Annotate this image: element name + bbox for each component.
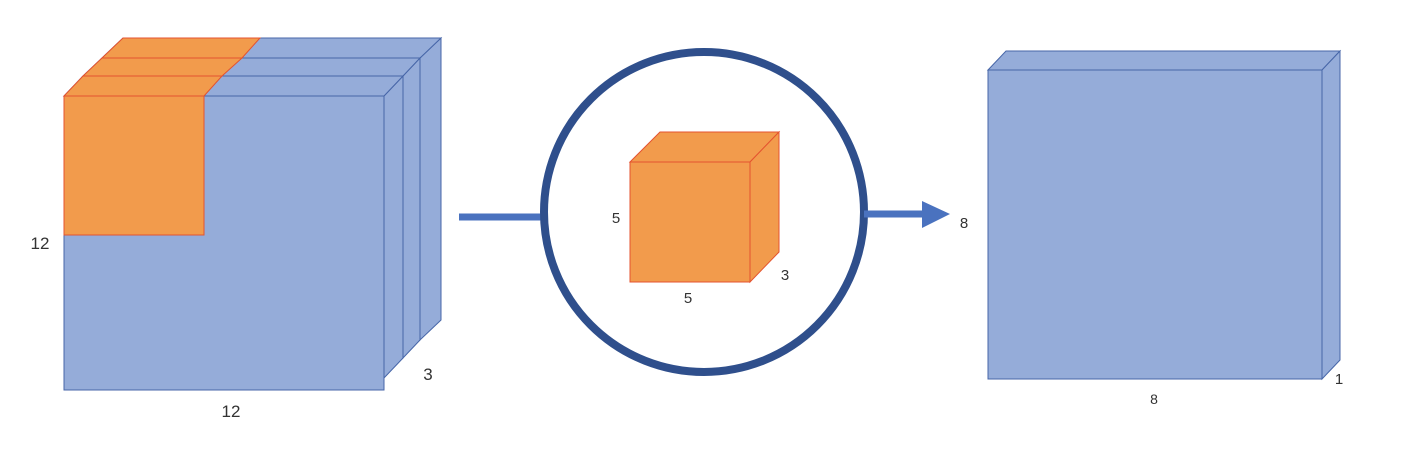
output-volume: 8 8 1 <box>960 49 1343 407</box>
input-width-label: 12 <box>222 402 241 421</box>
filter-circle: 5 5 3 <box>540 48 868 376</box>
input-volume: 12 12 3 <box>31 36 443 421</box>
input-receptive-field <box>62 37 262 236</box>
kernel-height-label: 5 <box>612 210 620 227</box>
output-width-label: 8 <box>1150 391 1158 407</box>
kernel-width-label: 5 <box>684 290 692 307</box>
kernel-cube <box>628 130 781 284</box>
output-arrow <box>864 201 950 228</box>
kernel-depth-label: 3 <box>781 267 789 284</box>
output-height-label: 8 <box>960 215 968 232</box>
input-height-label: 12 <box>31 234 50 253</box>
input-depth-label: 3 <box>423 365 432 384</box>
output-depth-label: 1 <box>1335 371 1343 388</box>
